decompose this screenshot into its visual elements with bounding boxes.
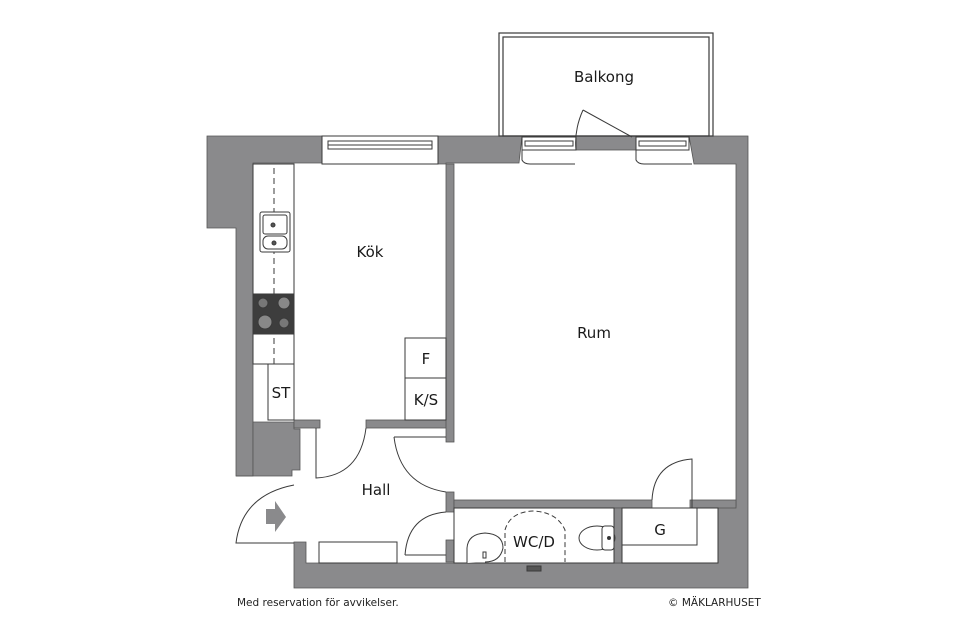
fixture-label-fridge-freezer: K/S bbox=[414, 391, 438, 409]
washbasin-icon bbox=[466, 532, 504, 563]
copyright-text: © MÄKLARHUSET bbox=[668, 597, 761, 609]
hall-shelf bbox=[318, 541, 398, 564]
stove-icon bbox=[252, 293, 295, 335]
room-label-living-room: Rum bbox=[577, 324, 611, 342]
closet bbox=[621, 507, 719, 564]
shower-area bbox=[504, 510, 566, 562]
balcony-outline bbox=[498, 32, 714, 137]
room-label-balcony: Balkong bbox=[574, 68, 634, 86]
room-label-bathroom: WC/D bbox=[513, 533, 555, 551]
shower-mixer-icon bbox=[526, 565, 542, 572]
bathroom-fixtures bbox=[453, 507, 616, 572]
fixture-label-fridge: F bbox=[422, 350, 431, 368]
fixture-label-storage: ST bbox=[272, 384, 292, 402]
balcony-door bbox=[575, 109, 633, 151]
room-label-kitchen: Kök bbox=[357, 243, 384, 261]
kitchen-counter bbox=[252, 163, 447, 421]
entrance-arrow-icon bbox=[266, 501, 286, 532]
room-label-hall: Hall bbox=[362, 481, 391, 499]
disclaimer-text: Med reservation för avvikelser. bbox=[237, 597, 399, 609]
sink-icon bbox=[259, 211, 291, 253]
windows bbox=[321, 135, 692, 165]
walls bbox=[206, 135, 749, 589]
door-swings bbox=[235, 427, 693, 556]
toilet-icon bbox=[578, 525, 616, 551]
room-label-closet: G bbox=[654, 521, 666, 539]
